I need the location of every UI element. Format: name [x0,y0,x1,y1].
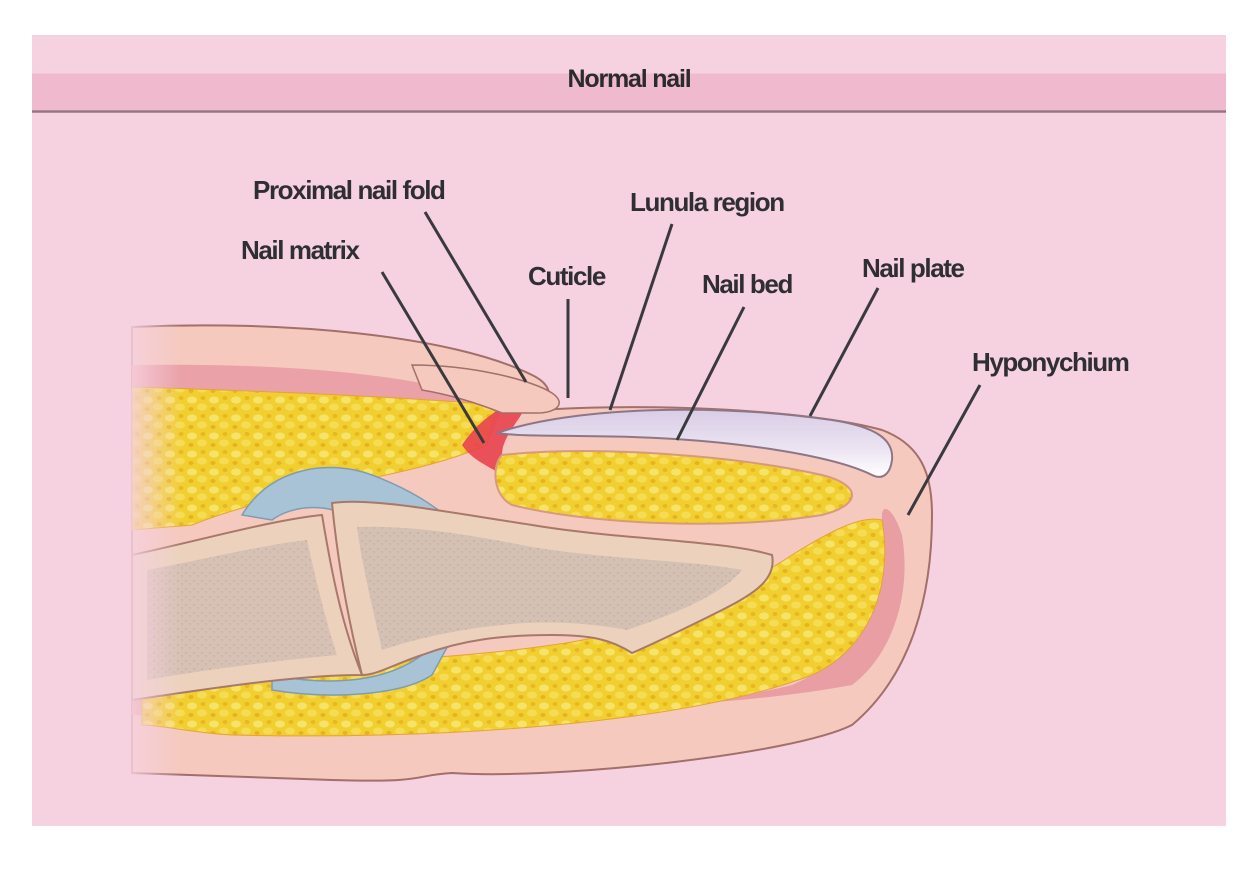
fat-nail-bed [494,450,853,525]
figure-title: Normal nail [567,65,692,93]
label-lunula-region: Lunula region [630,187,785,217]
nail-plate [496,408,894,478]
title-band: Normal nail [32,35,1226,113]
middle-phalanx-marrow [147,540,337,680]
label-nail-bed: Nail bed [702,269,793,299]
label-cuticle: Cuticle [528,261,606,291]
distal-phalanx-marrow [357,526,742,650]
label-nail-plate: Nail plate [862,253,965,283]
nail-anatomy-illustration [122,211,982,795]
figure-panel: Normal nail [32,35,1226,826]
leader-lunula-region [608,223,674,411]
leader-nail-plate [808,287,880,417]
nail-matrix [462,397,530,475]
label-proximal-nail-fold: Proximal nail fold [253,175,446,205]
label-nail-matrix: Nail matrix [241,235,360,265]
leader-nail-matrix [380,271,486,444]
leader-nail-bed [675,306,746,441]
leader-proximal-nail-fold [423,211,528,383]
leader-hyponychium [906,384,982,516]
leader-lines [380,211,982,516]
proximal-nail-fold [410,364,560,414]
label-hyponychium: Hyponychium [972,347,1130,377]
left-fade [122,315,182,795]
